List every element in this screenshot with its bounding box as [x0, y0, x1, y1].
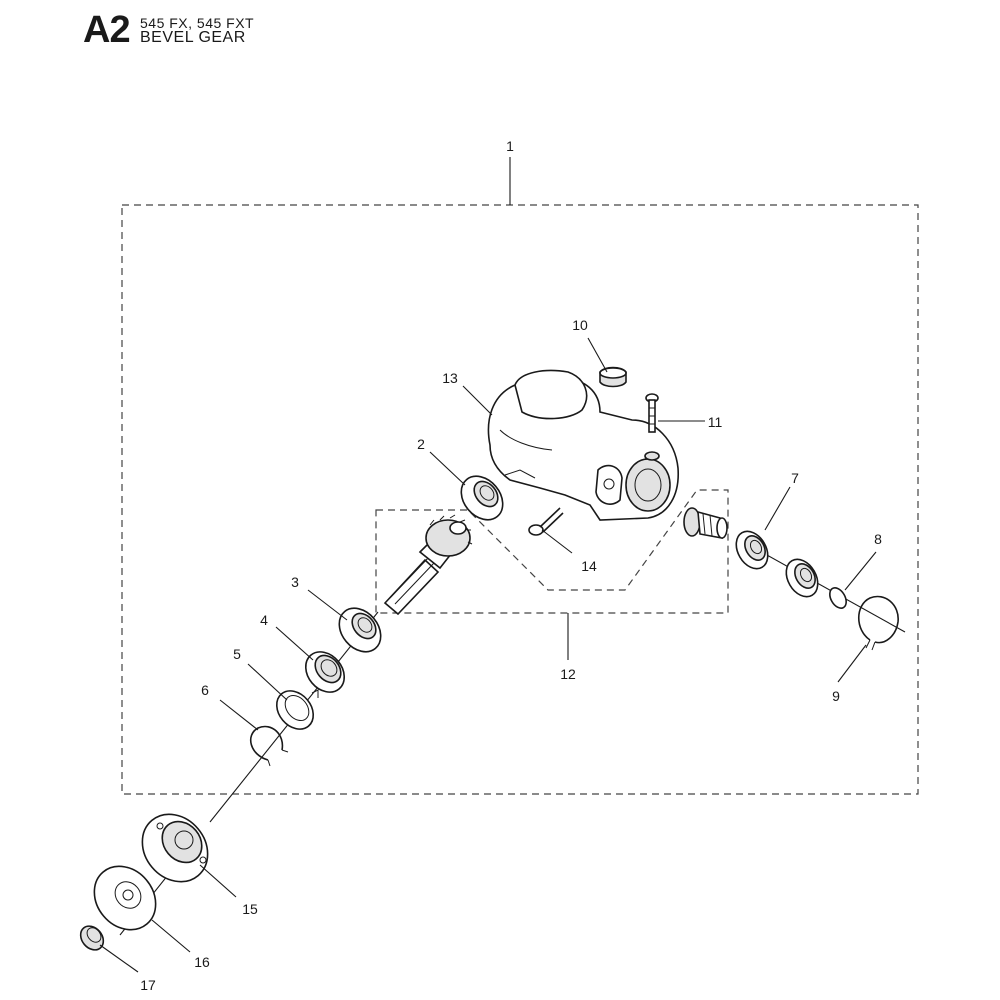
bearing-upper[interactable]	[453, 468, 511, 528]
callout-6: 6	[201, 682, 209, 698]
callout-8: 8	[874, 531, 882, 547]
thrust-washer[interactable]	[82, 854, 169, 942]
retaining-ring-small[interactable]	[826, 585, 849, 611]
lock-nut[interactable]	[76, 922, 108, 955]
gear-housing[interactable]	[487, 369, 679, 521]
washer-tabbed[interactable]	[269, 684, 321, 737]
callout-10: 10	[572, 317, 588, 333]
callout-12: 12	[560, 666, 576, 682]
bearing-lower[interactable]	[331, 600, 389, 660]
circlip-lower[interactable]	[249, 725, 289, 767]
callout-3: 3	[291, 574, 299, 590]
leader-lines	[99, 157, 877, 973]
bevel-gear-shaft[interactable]	[383, 514, 473, 616]
callout-11: 11	[708, 414, 723, 430]
callout-15: 15	[242, 901, 258, 917]
pinion-gear[interactable]	[683, 507, 728, 539]
assembly-boundary-12	[375, 489, 729, 614]
section-code: A2	[83, 9, 131, 51]
shaft-seal[interactable]	[298, 644, 352, 700]
callout-16: 16	[194, 954, 210, 970]
support-cup[interactable]	[129, 801, 221, 895]
callout-9: 9	[832, 688, 840, 704]
callout-2: 2	[417, 436, 425, 452]
filler-plug[interactable]	[599, 366, 627, 388]
callout-14: 14	[581, 558, 597, 574]
callout-13: 13	[442, 370, 458, 386]
model-names: 545 FX, 545 FXT	[140, 15, 255, 31]
bearing-pinion-inner[interactable]	[730, 526, 774, 575]
callout-7: 7	[791, 470, 799, 486]
callout-17: 17	[140, 977, 156, 993]
bearing-pinion-outer[interactable]	[780, 554, 824, 603]
circlip-large[interactable]	[857, 595, 899, 651]
callout-4: 4	[260, 612, 268, 628]
diagram-title: BEVEL GEAR	[140, 29, 246, 46]
housing-screw[interactable]	[645, 393, 659, 433]
clamp-screw[interactable]	[528, 507, 564, 536]
callout-1: 1	[506, 138, 514, 154]
callout-5: 5	[233, 646, 241, 662]
assembly-boundary-1	[121, 204, 919, 795]
